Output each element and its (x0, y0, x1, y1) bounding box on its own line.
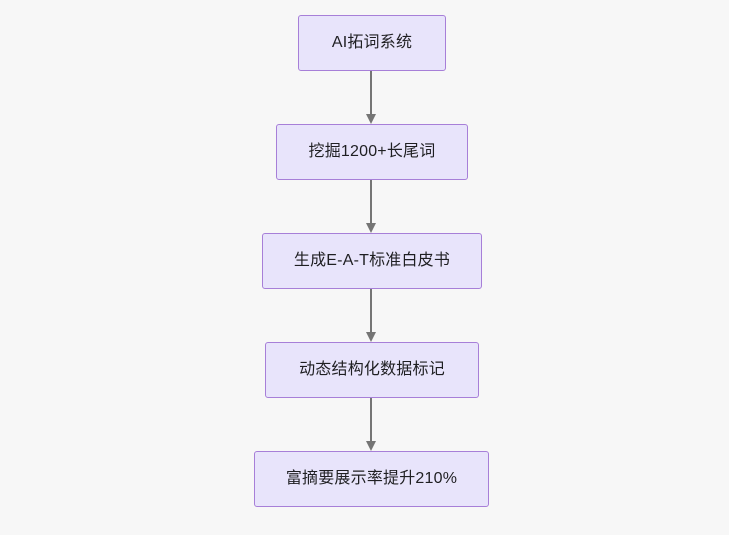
flowchart-edge-n4-n5 (370, 398, 372, 443)
flowchart-node-label: 挖掘1200+长尾词 (308, 143, 436, 160)
flowchart-node-n3[interactable]: 生成E-A-T标准白皮书 (262, 233, 482, 289)
flowchart-node-label: 生成E-A-T标准白皮书 (293, 252, 451, 269)
flowchart-edge-n2-n3 (370, 180, 372, 225)
arrow-down-icon (365, 332, 376, 342)
flowchart-node-n5[interactable]: 富摘要展示率提升210% (254, 451, 489, 507)
flowchart-node-n1[interactable]: AI拓词系统 (298, 15, 446, 71)
flowchart-node-n4[interactable]: 动态结构化数据标记 (265, 342, 479, 398)
flowchart-node-label: 富摘要展示率提升210% (285, 470, 458, 487)
arrow-down-icon (365, 441, 376, 451)
arrow-down-icon (365, 223, 376, 233)
flowchart-edge-n3-n4 (370, 289, 372, 334)
arrow-down-icon (365, 114, 376, 124)
flowchart-node-n2[interactable]: 挖掘1200+长尾词 (276, 124, 468, 180)
flowchart-node-label: AI拓词系统 (331, 34, 413, 51)
flowchart-edge-n1-n2 (370, 71, 372, 116)
flowchart-node-label: 动态结构化数据标记 (299, 361, 445, 378)
